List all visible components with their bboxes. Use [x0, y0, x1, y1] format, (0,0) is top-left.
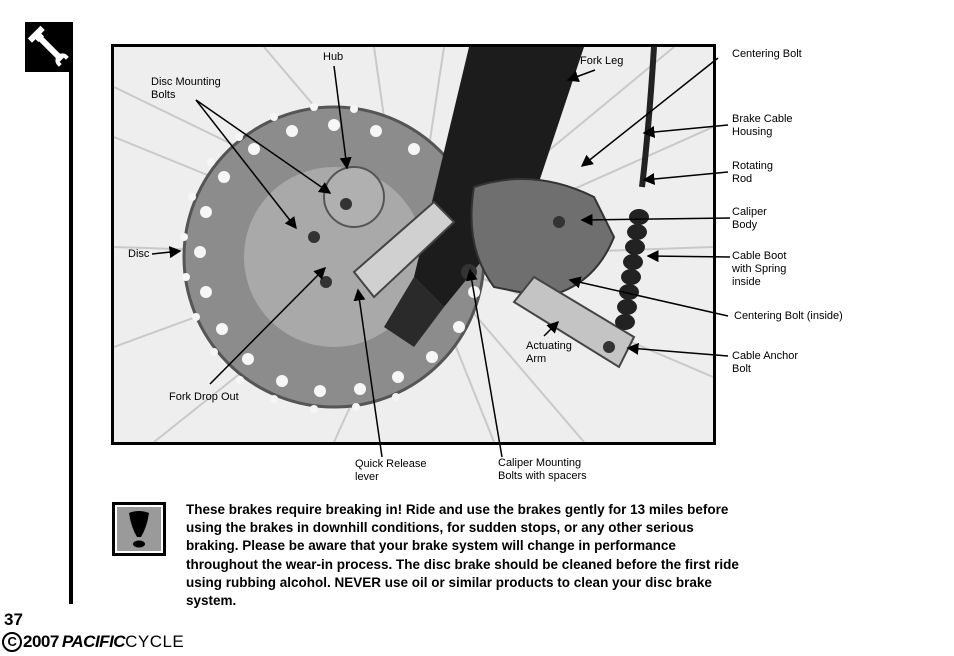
section-tab [25, 22, 73, 72]
wrench-icon [27, 25, 69, 67]
footer-copyright: C 2007 PACIFIC CYCLE [2, 632, 184, 652]
label-disc: Disc [128, 248, 150, 260]
caution-exclamation-icon [112, 502, 166, 556]
label-centering-bolt: Centering Bolt [732, 48, 802, 60]
caution-note-text: These brakes require breaking in! Ride a… [186, 502, 739, 609]
label-caliper-mounting-bolts: Caliper Mounting Bolts with spacers [498, 457, 587, 482]
copyright-year: 2007 [23, 632, 59, 651]
label-centering-bolt-inside: Centering Bolt (inside) [734, 310, 843, 322]
copyright-symbol: C [2, 632, 22, 652]
label-cable-boot: Cable Boot with Spring inside [732, 250, 787, 288]
label-rotating-rod: Rotating Rod [732, 160, 773, 185]
page-number: 37 [4, 610, 23, 629]
side-rule [69, 72, 73, 604]
label-actuating-arm: Actuating Arm [526, 340, 572, 365]
brand-bold: PACIFIC [61, 632, 126, 651]
label-caliper-body: Caliper Body [732, 206, 767, 231]
label-quick-release-lever: Quick Release lever [355, 458, 427, 483]
label-hub: Hub [323, 51, 344, 63]
label-cable-anchor-bolt: Cable Anchor Bolt [732, 350, 799, 375]
label-fork-leg: Fork Leg [580, 55, 624, 67]
brand-light: CYCLE [125, 632, 185, 651]
label-fork-drop-out: Fork Drop Out [169, 391, 239, 403]
label-disc-mounting-bolts: Disc Mounting Bolts [151, 76, 221, 101]
label-brake-cable-housing: Brake Cable Housing [732, 113, 793, 138]
